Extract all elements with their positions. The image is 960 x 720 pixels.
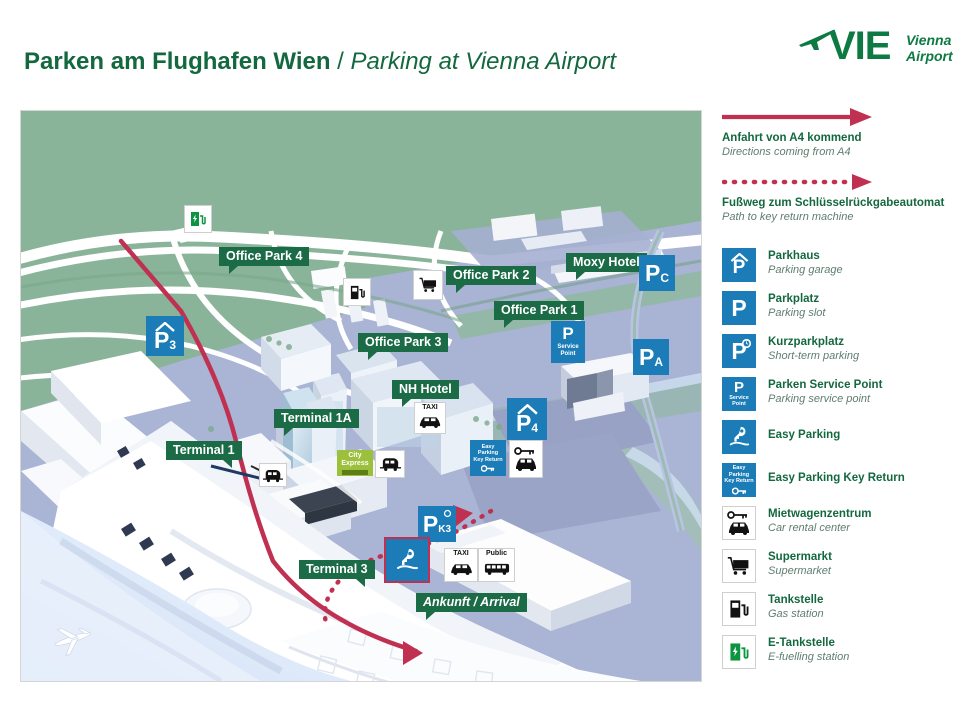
legend-e-fuelling-title: E-Tankstelle [768, 637, 835, 649]
parking-slot-icon: P [722, 291, 756, 325]
legend-item-parken-service-point[interactable]: P Service Point Parken Service Point Par… [722, 377, 954, 411]
legend-supermarket-text: Supermarkt Supermarket [768, 549, 832, 578]
vie-logo: VIE Vienna Airport [789, 24, 954, 76]
ev-charger-icon [730, 643, 749, 661]
legend-item-e-tankstelle[interactable]: E-Tankstelle E-fuelling station [722, 635, 954, 669]
legend-route-key-return: Fußweg zum Schlüsselrückgabeautomat Path… [721, 173, 954, 224]
legend-parkhaus-text: Parkhaus Parking garage [768, 248, 843, 277]
legend-gas-station-text: Tankstelle Gas station [768, 592, 824, 621]
legend-easy-parking-text: Easy Parking [768, 420, 840, 442]
fuel-pump-icon [730, 600, 749, 618]
legend-key-return-line3: Key Return [724, 478, 754, 485]
page-title: Parken am Flughafen Wien / Parking at Vi… [24, 47, 616, 77]
legend-item-mietwagenzentrum[interactable]: Mietwagenzentrum Car rental center [722, 506, 954, 540]
legend-item-kurzparkplatz[interactable]: P Kurzparkplatz Short-term parking [722, 334, 954, 368]
gas-station-icon [722, 592, 756, 626]
key-icon [731, 487, 746, 495]
legend-key-return-text: Easy Parking Key Return [768, 463, 905, 485]
page-title-separator: / [330, 48, 351, 75]
legend-item-supermarkt[interactable]: Supermarkt Supermarket [722, 549, 954, 583]
legend-easy-parking-title: Easy Parking [768, 429, 841, 441]
legend-e-fuelling-subtitle: E-fuelling station [768, 651, 850, 663]
page-header: Parken am Flughafen Wien / Parking at Vi… [0, 0, 960, 100]
legend-supermarket-subtitle: Supermarket [768, 565, 831, 577]
legend-kurzparkplatz-subtitle: Short-term parking [768, 350, 860, 362]
shopping-cart-icon [727, 556, 749, 575]
easy-parking-icon [722, 420, 756, 454]
legend-parkplatz-title: Parkplatz [768, 293, 820, 305]
legend-service-point-title: Parken Service Point [768, 379, 883, 391]
legend-supermarket-title: Supermarkt [768, 551, 832, 563]
legend-parkplatz-text: Parkplatz Parking slot [768, 291, 825, 320]
legend-key-return-line2: Parking [728, 471, 750, 478]
legend-parkplatz-subtitle: Parking slot [768, 307, 826, 319]
legend-service-point-line2: Point [732, 401, 746, 407]
page-title-en: Parking at Vienna Airport [350, 48, 617, 75]
logo-subtitle: Vienna Airport [906, 32, 953, 64]
airport-map[interactable]: Office Park 4 Office Park 2 Office Park … [20, 110, 702, 682]
legend-key-return-line1: Easy [732, 465, 746, 472]
dotted-arrow-icon [721, 174, 872, 190]
legend-route-a4-title: Anfahrt von A4 kommend [722, 132, 862, 144]
short-term-parking-icon: P [722, 334, 756, 368]
logo-line-1: Vienna [906, 32, 952, 48]
legend-route-directions-a4: Anfahrt von A4 kommend Directions coming… [722, 108, 954, 159]
car-key-icon [727, 511, 749, 535]
parking-service-point-icon: P Service Point [722, 377, 756, 411]
legend-car-rental-title: Mietwagenzentrum [768, 508, 872, 520]
legend-service-point-line1: Service [729, 394, 749, 401]
legend-kurzparkplatz-title: Kurzparkplatz [768, 336, 845, 348]
clock-icon [741, 338, 752, 349]
legend-parkhaus-title: Parkhaus [768, 250, 820, 262]
legend-route-key-return-subtitle: Path to key return machine [722, 211, 854, 223]
easy-parking-key-return-icon: Easy Parking Key Return [722, 463, 756, 497]
map-basemap [21, 111, 701, 681]
legend-gas-station-title: Tankstelle [768, 594, 824, 606]
supermarket-icon [722, 549, 756, 583]
legend-key-return-title: Easy Parking Key Return [768, 472, 905, 484]
legend-e-fuelling-text: E-Tankstelle E-fuelling station [768, 635, 849, 664]
legend-item-easy-parking-key-return[interactable]: Easy Parking Key Return Easy Parking Key… [722, 463, 954, 497]
e-fuelling-station-icon [722, 635, 756, 669]
solid-arrow-icon [722, 108, 872, 126]
page-title-de: Parken am Flughafen Wien [24, 48, 331, 75]
legend-kurzparkplatz-text: Kurzparkplatz Short-term parking [768, 334, 859, 363]
legend-service-point-text: Parken Service Point Parking service poi… [768, 377, 882, 406]
legend-car-rental-text: Mietwagenzentrum Car rental center [768, 506, 872, 535]
legend-car-rental-subtitle: Car rental center [768, 522, 850, 534]
legend-item-parkplatz[interactable]: P Parkplatz Parking slot [722, 291, 954, 325]
parking-garage-icon: P [722, 248, 756, 282]
key-hand-icon [729, 426, 750, 446]
legend-gas-station-subtitle: Gas station [768, 608, 824, 620]
logo-wordmark: VIE [829, 24, 891, 68]
legend-item-tankstelle[interactable]: Tankstelle Gas station [722, 592, 954, 626]
map-legend: Anfahrt von A4 kommend Directions coming… [721, 108, 954, 678]
logo-line-2: Airport [906, 48, 953, 64]
legend-parkhaus-subtitle: Parking garage [768, 264, 843, 276]
legend-service-point-subtitle: Parking service point [768, 393, 871, 405]
legend-item-parkhaus[interactable]: P Parkhaus Parking garage [722, 248, 954, 282]
legend-route-key-return-title: Fußweg zum Schlüsselrückgabeautomat [722, 197, 945, 209]
car-rental-icon [722, 506, 756, 540]
legend-item-easy-parking[interactable]: Easy Parking [722, 420, 954, 454]
legend-route-a4-subtitle: Directions coming from A4 [722, 146, 851, 158]
airplane-icon [797, 28, 837, 57]
